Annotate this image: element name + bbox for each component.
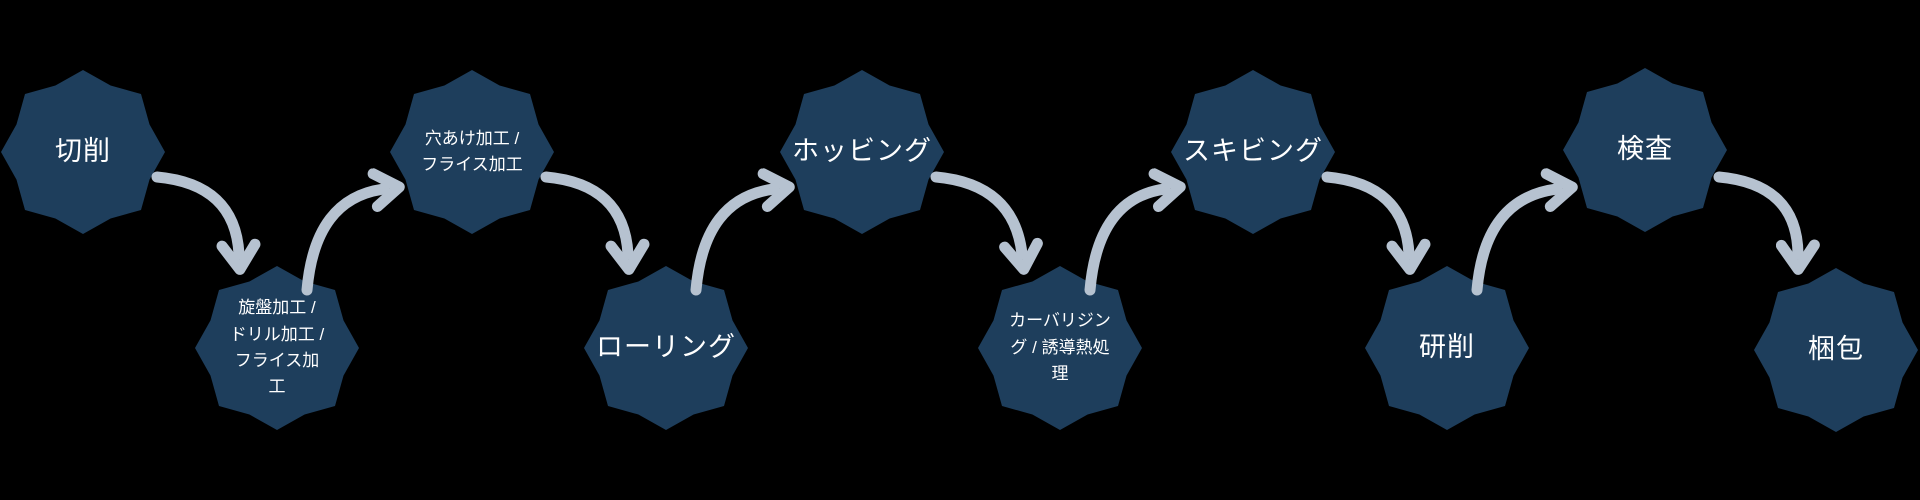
step-shape-8	[1365, 266, 1529, 430]
flow-arrow-9-10-icon	[1713, 171, 1820, 275]
step-shape-6	[978, 266, 1142, 430]
step-shape-9	[1563, 68, 1727, 232]
step-shape-5	[780, 70, 944, 234]
process-step-shapes	[1, 68, 1918, 432]
flow-arrow-5-6-icon	[930, 171, 1043, 275]
step-shape-2	[195, 266, 359, 430]
flow-arrow-1-2-icon	[151, 171, 261, 275]
flow-arrow-7-8-icon	[1321, 171, 1431, 275]
step-shape-1	[1, 70, 165, 234]
flow-arrows	[151, 168, 1820, 296]
step-shape-3	[390, 70, 554, 234]
flow-arrow-6-7-icon	[1084, 168, 1186, 296]
step-shape-7	[1171, 70, 1335, 234]
step-shape-4	[584, 266, 748, 430]
step-shape-10	[1754, 268, 1918, 432]
flow-arrow-3-4-icon	[540, 171, 650, 275]
flow-arrow-4-5-icon	[690, 168, 795, 296]
flow-arrow-8-9-icon	[1471, 168, 1578, 296]
flow-arrow-2-3-icon	[301, 168, 405, 296]
